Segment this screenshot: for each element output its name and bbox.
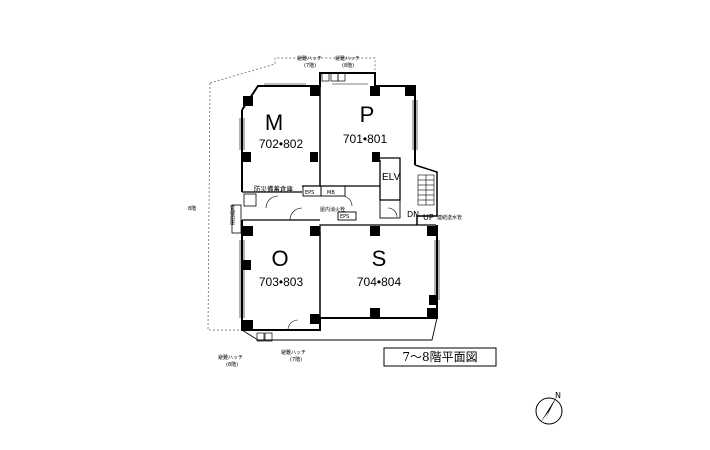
- hatch-bottom-right-label: 避難ハッチ: [281, 349, 306, 356]
- title-box: [383, 347, 497, 367]
- north-compass-icon: N: [535, 391, 563, 425]
- plan-title: 7〜8階平面図: [402, 349, 477, 364]
- room-o-units: 703•803: [259, 275, 304, 289]
- room-p-letter: P: [360, 102, 375, 127]
- storage-label: 防災備蓄倉庫: [254, 184, 294, 193]
- room-o-letter: O: [271, 246, 288, 271]
- staircase: [417, 174, 435, 206]
- hatch-boxes: [256, 72, 346, 342]
- room-s-units: 704•804: [357, 275, 402, 289]
- water-pipe-label: 連結送水管: [437, 214, 462, 221]
- hydrant-label: 屋内消火栓: [320, 206, 345, 213]
- room-s-letter: S: [372, 246, 387, 271]
- room-m-letter: M: [265, 110, 283, 135]
- hatch-bottom-left-sub: (8階): [226, 361, 238, 368]
- up-label: UP: [423, 213, 434, 222]
- hatch-top-left-sub: (7階): [304, 62, 316, 69]
- room-m-units: 702•802: [259, 137, 304, 151]
- hatch-bottom-right-sub: (7階): [290, 356, 302, 363]
- eighth-floor-outline: [207, 57, 376, 331]
- structural-columns: [243, 86, 437, 330]
- window-marks: [239, 83, 440, 318]
- hatch-top-right-sub: (8階): [342, 62, 354, 69]
- mb-label: MB: [327, 190, 335, 196]
- eps-mid-label: EPS: [340, 214, 349, 220]
- hatch-bottom-left-label: 避難ハッチ: [218, 354, 243, 361]
- hatch-top-left-label: 避難ハッチ: [297, 55, 322, 62]
- floor-8-label: 8階: [188, 205, 196, 212]
- utility-boxes: [302, 185, 401, 221]
- dn-label: DN: [407, 210, 419, 219]
- pipe-shaft-label: 管理用庫: [229, 204, 235, 226]
- eps-top-label: EPS: [305, 190, 314, 196]
- elv-label: ELV: [382, 172, 400, 183]
- hatch-top-right-label: 避難ハッチ: [335, 55, 360, 62]
- svg-text:N: N: [555, 391, 561, 400]
- room-p-units: 701•801: [343, 132, 388, 146]
